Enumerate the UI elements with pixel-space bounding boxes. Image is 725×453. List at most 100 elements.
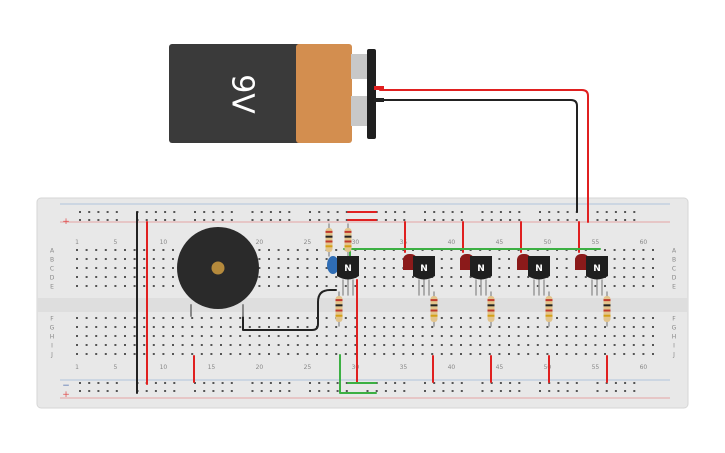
- rail-hole[interactable]: [557, 211, 560, 213]
- rail-hole[interactable]: [451, 211, 454, 213]
- terminal-hole[interactable]: [632, 267, 635, 269]
- rail-hole[interactable]: [115, 211, 118, 213]
- terminal-hole[interactable]: [95, 344, 98, 346]
- terminal-hole[interactable]: [143, 344, 146, 346]
- rail-hole[interactable]: [509, 390, 512, 392]
- terminal-hole[interactable]: [344, 326, 347, 328]
- rail-hole[interactable]: [539, 390, 541, 392]
- terminal-hole[interactable]: [124, 335, 126, 337]
- terminal-hole[interactable]: [450, 353, 453, 355]
- rail-hole[interactable]: [394, 390, 397, 392]
- rail-hole[interactable]: [518, 390, 521, 392]
- terminal-hole[interactable]: [124, 285, 126, 287]
- terminal-hole[interactable]: [172, 285, 174, 287]
- terminal-hole[interactable]: [460, 285, 462, 287]
- terminal-hole[interactable]: [124, 317, 126, 319]
- terminal-hole[interactable]: [364, 285, 366, 287]
- terminal-hole[interactable]: [95, 317, 98, 319]
- rail-hole[interactable]: [596, 382, 599, 384]
- rail-hole[interactable]: [288, 219, 291, 221]
- terminal-hole[interactable]: [508, 317, 510, 319]
- terminal-hole[interactable]: [296, 353, 299, 355]
- terminal-hole[interactable]: [652, 335, 654, 337]
- terminal-hole[interactable]: [575, 326, 578, 328]
- transistor-npn[interactable]: [413, 256, 435, 280]
- terminal-hole[interactable]: [335, 276, 338, 278]
- rail-hole[interactable]: [173, 211, 176, 213]
- terminal-hole[interactable]: [76, 326, 78, 328]
- terminal-hole[interactable]: [152, 249, 155, 251]
- terminal-hole[interactable]: [229, 353, 232, 355]
- rail-hole[interactable]: [499, 390, 502, 392]
- terminal-hole[interactable]: [632, 258, 635, 260]
- terminal-hole[interactable]: [488, 335, 491, 337]
- terminal-hole[interactable]: [354, 317, 357, 319]
- terminal-hole[interactable]: [162, 258, 165, 260]
- terminal-hole[interactable]: [584, 335, 587, 337]
- terminal-hole[interactable]: [536, 285, 539, 287]
- terminal-hole[interactable]: [258, 317, 261, 319]
- terminal-hole[interactable]: [584, 344, 587, 346]
- terminal-hole[interactable]: [277, 267, 280, 269]
- rail-hole[interactable]: [442, 390, 445, 392]
- terminal-hole[interactable]: [152, 353, 155, 355]
- terminal-hole[interactable]: [623, 317, 626, 319]
- terminal-hole[interactable]: [200, 317, 203, 319]
- terminal-hole[interactable]: [450, 317, 453, 319]
- terminal-hole[interactable]: [421, 335, 424, 337]
- terminal-hole[interactable]: [383, 267, 386, 269]
- terminal-hole[interactable]: [76, 285, 78, 287]
- rail-hole[interactable]: [309, 219, 311, 221]
- terminal-hole[interactable]: [527, 276, 530, 278]
- terminal-hole[interactable]: [258, 326, 261, 328]
- terminal-hole[interactable]: [133, 326, 136, 328]
- terminal-hole[interactable]: [344, 285, 347, 287]
- terminal-hole[interactable]: [632, 326, 635, 328]
- rail-hole[interactable]: [614, 390, 617, 392]
- terminal-hole[interactable]: [373, 326, 376, 328]
- terminal-hole[interactable]: [392, 344, 395, 346]
- terminal-hole[interactable]: [498, 326, 501, 328]
- terminal-hole[interactable]: [498, 353, 501, 355]
- terminal-hole[interactable]: [364, 353, 366, 355]
- rail-hole[interactable]: [566, 219, 569, 221]
- rail-hole[interactable]: [154, 382, 157, 384]
- terminal-hole[interactable]: [575, 285, 578, 287]
- rail-hole[interactable]: [269, 390, 272, 392]
- terminal-hole[interactable]: [460, 344, 462, 346]
- rail-hole[interactable]: [481, 390, 484, 392]
- terminal-hole[interactable]: [440, 258, 443, 260]
- terminal-hole[interactable]: [200, 344, 203, 346]
- terminal-hole[interactable]: [632, 285, 635, 287]
- terminal-hole[interactable]: [104, 285, 107, 287]
- terminal-hole[interactable]: [412, 344, 414, 346]
- terminal-hole[interactable]: [104, 249, 107, 251]
- terminal-hole[interactable]: [143, 276, 146, 278]
- terminal-hole[interactable]: [258, 276, 261, 278]
- terminal-hole[interactable]: [354, 335, 357, 337]
- terminal-hole[interactable]: [133, 335, 136, 337]
- terminal-hole[interactable]: [306, 335, 309, 337]
- terminal-hole[interactable]: [421, 285, 424, 287]
- terminal-hole[interactable]: [623, 344, 626, 346]
- terminal-hole[interactable]: [632, 353, 635, 355]
- terminal-hole[interactable]: [392, 258, 395, 260]
- terminal-hole[interactable]: [335, 353, 338, 355]
- terminal-hole[interactable]: [277, 326, 280, 328]
- rail-hole[interactable]: [230, 382, 233, 384]
- terminal-hole[interactable]: [364, 326, 366, 328]
- terminal-hole[interactable]: [450, 285, 453, 287]
- terminal-hole[interactable]: [239, 326, 242, 328]
- terminal-hole[interactable]: [220, 353, 222, 355]
- rail-hole[interactable]: [345, 390, 348, 392]
- terminal-hole[interactable]: [114, 335, 117, 337]
- rail-hole[interactable]: [596, 219, 599, 221]
- terminal-hole[interactable]: [440, 344, 443, 346]
- terminal-hole[interactable]: [623, 267, 626, 269]
- terminal-hole[interactable]: [85, 344, 88, 346]
- terminal-hole[interactable]: [632, 317, 635, 319]
- terminal-hole[interactable]: [584, 353, 587, 355]
- terminal-hole[interactable]: [95, 335, 98, 337]
- terminal-hole[interactable]: [268, 276, 270, 278]
- rail-hole[interactable]: [318, 211, 321, 213]
